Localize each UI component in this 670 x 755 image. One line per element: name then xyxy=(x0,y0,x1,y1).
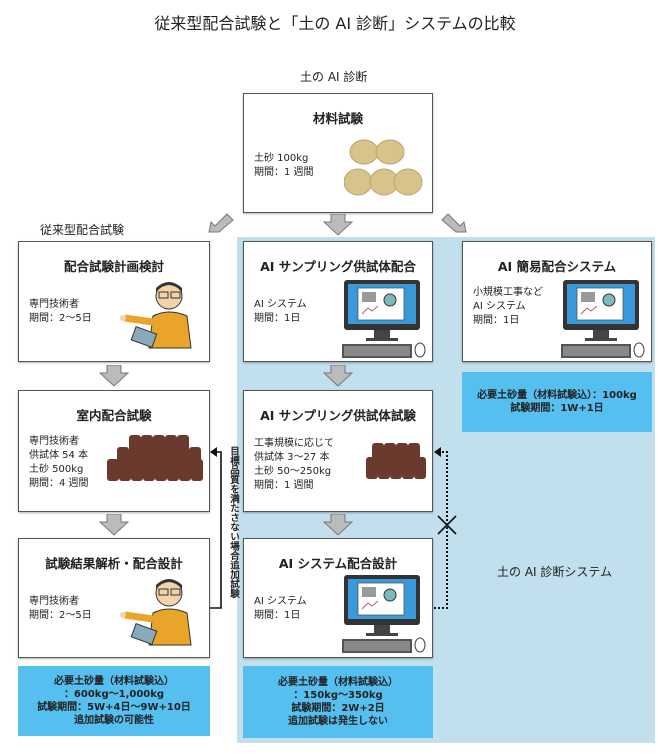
computer-icon xyxy=(561,280,645,359)
box-desc: 工事規模に応じて 供試体 3〜27 本 土砂 50〜250kg 期間：1 週間 xyxy=(254,438,334,491)
arrow-down-icon xyxy=(323,514,353,536)
arrow-down-icon xyxy=(323,365,353,387)
box-desc: AI システム 期間：1日 xyxy=(254,299,307,324)
arrow-down-icon xyxy=(99,514,129,536)
engineer-illustration-icon xyxy=(119,278,199,350)
engineer-illustration-icon xyxy=(119,575,199,647)
specimen-cylinders-icon xyxy=(107,435,203,481)
box-desc: AI システム 期間：1日 xyxy=(254,596,307,621)
summary-line: 試験期間：2W+2日 xyxy=(291,703,385,714)
specimen-cylinders-icon xyxy=(366,443,426,479)
box-title: AI システム配合設計 xyxy=(278,556,398,571)
computer-icon xyxy=(342,280,426,359)
conventional-step-3: 試験結果解析・配合設計 専門技術者 期間：2〜5日 xyxy=(18,538,210,658)
summary-line: 試験期間：5W+4日〜9W+10日 xyxy=(37,702,191,713)
box-title: AI サンプリング供試体試験 xyxy=(260,408,416,423)
summary-line: 必要土砂量（材料試験込） xyxy=(54,676,174,687)
box-desc: 専門技術者 期間：2〜5日 xyxy=(29,596,92,621)
sandbag-icon xyxy=(344,139,423,196)
no-retest-dotted-arrow xyxy=(434,447,457,609)
ai-diagnosis-label: 土の AI 診断 xyxy=(300,70,368,84)
ai-step-1: AI サンプリング供試体配合 AI システム 期間：1日 xyxy=(243,241,433,362)
arrow-down-icon xyxy=(99,365,129,387)
computer-icon xyxy=(342,575,426,654)
summary-line: 試験期間：1W+1日 xyxy=(510,403,604,414)
feedback-loop-arrow xyxy=(210,447,222,609)
ai-simple-box: AI 簡易配合システム 小規模工事など AI システム 期間：1日 xyxy=(462,241,652,362)
conventional-step-1: 配合試験計画検討 専門技術者 期間：2〜5日 xyxy=(18,241,210,362)
ai-step-3: AI システム配合設計 AI システム 期間：1日 xyxy=(243,538,433,658)
feedback-note: 目標品質を満たさない場合追加試験 xyxy=(228,446,239,598)
simple-summary: 必要土砂量（材料試験込）：100kg 試験期間：1W+1日 xyxy=(462,372,652,432)
material-test-box: 材料試験 土砂 100kg 期間：1 週間 xyxy=(243,93,433,213)
box-title: 配合試験計画検討 xyxy=(63,259,164,274)
summary-line: 追加試験の可能性 xyxy=(74,715,154,726)
box-title: AI サンプリング供試体配合 xyxy=(260,259,416,274)
box-desc: 専門技術者 期間：2〜5日 xyxy=(29,299,92,324)
box-title: 試験結果解析・配合設計 xyxy=(45,556,183,571)
box-title: 材料試験 xyxy=(312,111,363,126)
box-title: AI 簡易配合システム xyxy=(497,259,617,274)
ai-summary: 必要土砂量（材料試験込） ：150kg〜350kg 試験期間：2W+2日 追加試… xyxy=(243,666,433,738)
conventional-step-2: 室内配合試験 専門技術者 供試体 54 本 土砂 500kg 期間：4 週間 xyxy=(18,390,210,512)
arrow-diagonal-left-icon xyxy=(208,213,234,233)
arrow-diagonal-right-icon xyxy=(441,213,467,233)
summary-line: ：600kg〜1,000kg xyxy=(63,689,165,700)
conventional-label: 従来型配合試験 xyxy=(40,223,125,237)
box-desc: 土砂 100kg 期間：1 週間 xyxy=(254,153,314,178)
box-desc: 専門技術者 供試体 54 本 土砂 500kg 期間：4 週間 xyxy=(29,436,89,489)
ai-system-region-label: 土の AI 診断システム xyxy=(497,565,613,579)
summary-line: 追加試験は発生しない xyxy=(288,716,388,727)
conventional-summary: 必要土砂量（材料試験込） ：600kg〜1,000kg 試験期間：5W+4日〜9… xyxy=(18,666,210,736)
box-desc: 小規模工事など AI システム 期間：1日 xyxy=(473,287,543,326)
arrow-down-icon xyxy=(323,214,353,236)
ai-step-2: AI サンプリング供試体試験 工事規模に応じて 供試体 3〜27 本 土砂 50… xyxy=(243,390,433,512)
summary-line: 必要土砂量（材料試験込） xyxy=(278,677,398,688)
box-title: 室内配合試験 xyxy=(76,408,152,423)
summary-line: 必要土砂量（材料試験込）：100kg xyxy=(477,390,637,401)
page-title: 従来型配合試験と「土の AI 診断」システムの比較 xyxy=(154,14,516,33)
summary-line: ：150kg〜350kg xyxy=(293,690,383,701)
